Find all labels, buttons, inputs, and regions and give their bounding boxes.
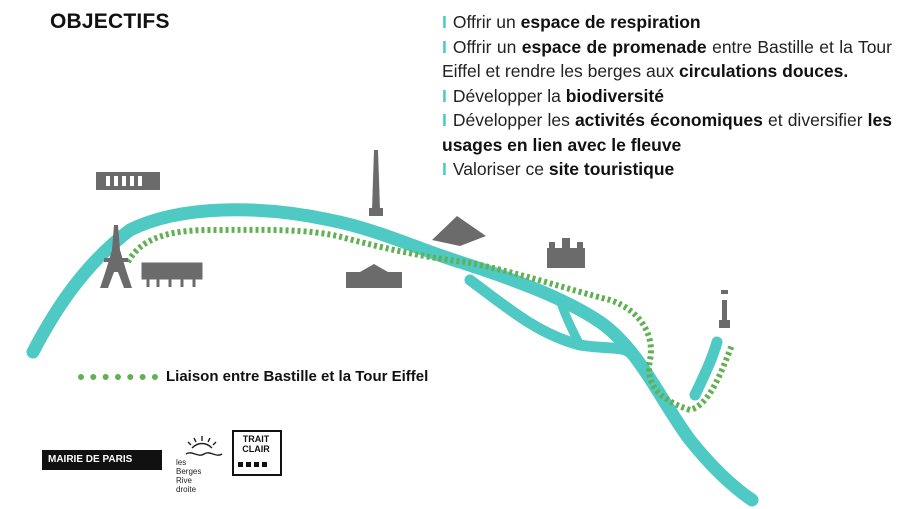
objective-text: circulations douces.	[679, 61, 849, 81]
promenade-path	[125, 226, 735, 414]
page-title: OBJECTIFS	[50, 10, 170, 33]
hotel-de-ville-icon	[547, 238, 585, 268]
trait-clair-squares	[238, 462, 267, 467]
objective-text: entre Bastille et la Tour Eiffel et rend…	[442, 36, 892, 82]
eiffel-tower-icon	[100, 225, 132, 288]
objective-text: activités économiques	[574, 110, 763, 130]
objective-text: Valoriser ce	[452, 159, 549, 179]
berges-logo-icon	[185, 436, 223, 456]
trait-clair-text: TRAIT CLAIR	[236, 434, 276, 454]
obelisk-icon	[369, 150, 383, 216]
objective-text: espace de promenade	[521, 36, 707, 57]
objective-text: Développer les	[452, 110, 575, 130]
mairie-de-paris-logo: MAIRIE DE PARIS	[42, 450, 162, 470]
canal-arm	[689, 336, 723, 401]
louvre-pyramid-icon	[432, 216, 486, 246]
berges-line-2: Rive droite	[176, 476, 197, 494]
trait-line-2: CLAIR	[242, 444, 270, 454]
objective-text: biodiversité	[565, 85, 664, 106]
bullet-bar-icon: I	[442, 36, 447, 57]
bullet-bar-icon: I	[442, 159, 447, 179]
bullet-bar-icon: I	[442, 12, 447, 32]
legend-dotted-line	[78, 373, 158, 380]
seine-island-branch	[464, 274, 638, 361]
objective-text: et diversifier	[762, 110, 868, 130]
trait-line-1: TRAIT	[242, 434, 270, 444]
berges-line-1: les Berges	[176, 458, 202, 476]
objective-text: Développer la	[452, 85, 566, 106]
trait-clair-logo	[232, 430, 282, 476]
objective-text: site touristique	[548, 159, 675, 179]
seine-island-branch-2	[555, 295, 585, 350]
bastille-column-icon	[719, 290, 730, 328]
bullet-bar-icon: I	[442, 85, 447, 106]
bullet-bar-icon: I	[442, 110, 447, 130]
grand-palais-icon	[141, 262, 203, 287]
objective-text: Offrir un	[452, 12, 521, 32]
assemblee-icon	[346, 264, 402, 288]
objective-text: Offrir un	[452, 36, 522, 57]
seine-river	[26, 203, 759, 507]
objective-text: espace de respiration	[520, 12, 701, 32]
legend: Liaison entre Bastille et la Tour Eiffel	[78, 368, 428, 385]
objective-text: les usages en lien avec le fleuve	[442, 110, 892, 155]
legend-label: Liaison entre Bastille et la Tour Eiffel	[166, 368, 429, 385]
trocadero-icon	[96, 172, 160, 190]
berges-text: les Berges Rive droite	[176, 458, 201, 494]
